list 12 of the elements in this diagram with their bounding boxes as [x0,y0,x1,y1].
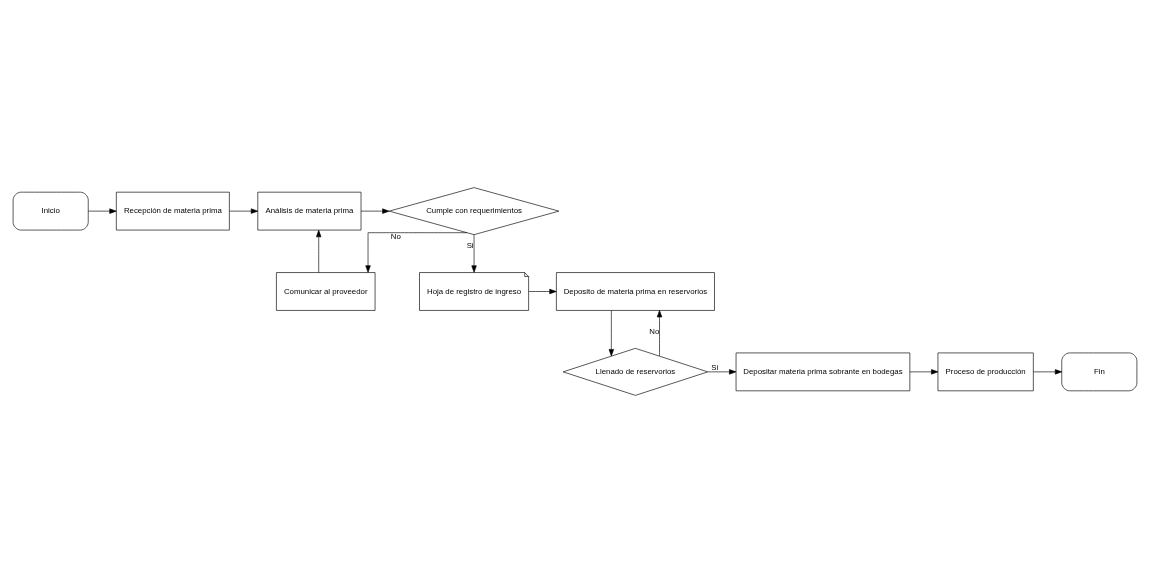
arrow [909,369,939,375]
arrow [656,310,663,357]
arrow [471,234,477,273]
arrow [229,208,259,214]
arrow [528,288,557,295]
arrow [365,232,468,273]
arrow [608,310,614,357]
arrow [1033,369,1063,375]
arrow [360,208,390,214]
arrow [707,369,737,375]
arrow [316,230,322,273]
arrow [88,208,117,214]
